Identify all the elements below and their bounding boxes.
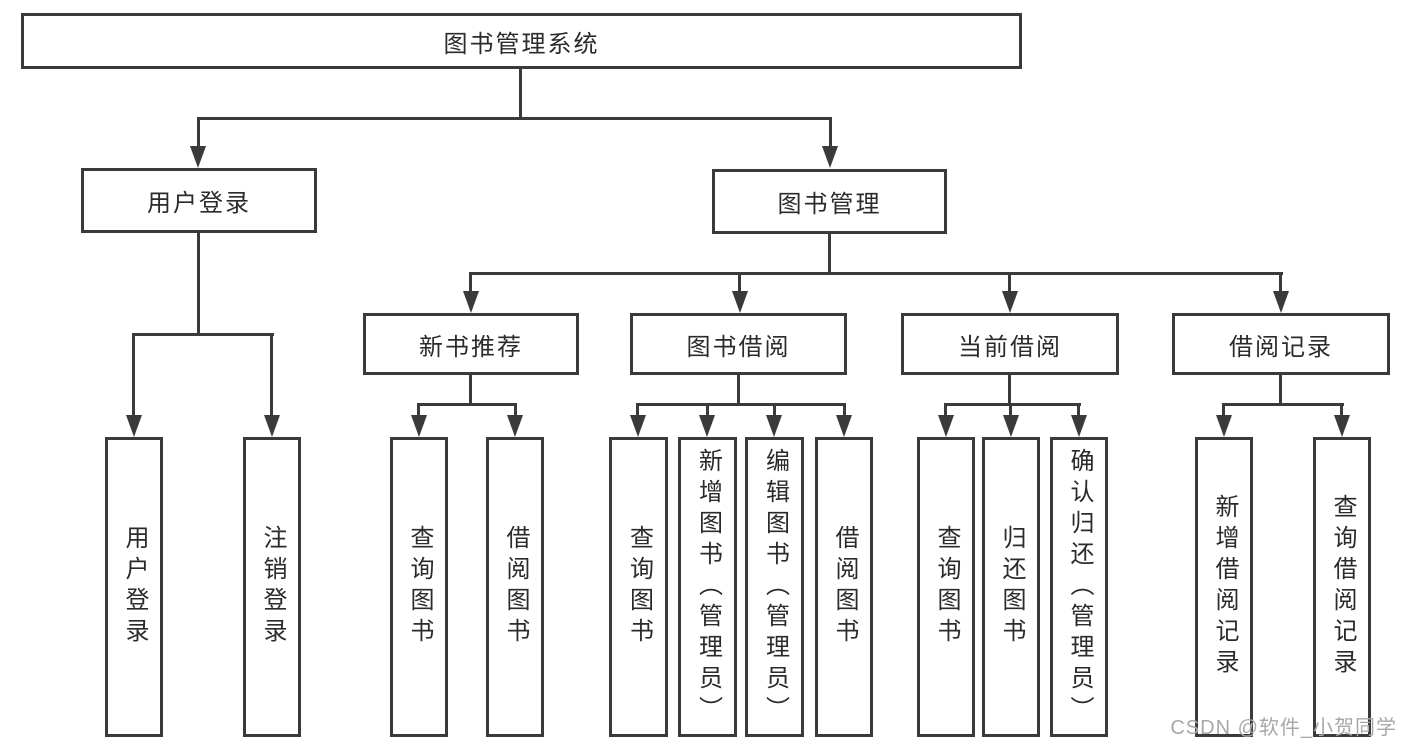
connector-line <box>1077 403 1080 417</box>
connector-line <box>1222 403 1225 417</box>
arrow-down-icon <box>732 291 748 313</box>
node-return-books: 归还图书 <box>982 437 1040 737</box>
arrow-down-icon <box>1273 291 1289 313</box>
node-confirm-return-admin: 确认归还（管理员） <box>1050 437 1108 737</box>
connector-line <box>829 117 832 148</box>
connector-line <box>469 375 472 406</box>
node-label: 借阅图书 <box>502 525 529 649</box>
connector-line <box>843 403 846 417</box>
node-edit-books-admin: 编辑图书（管理员） <box>745 437 804 737</box>
node-label: 借阅图书 <box>831 525 858 649</box>
node-book-borrowing: 图书借阅 <box>630 313 847 375</box>
connector-line <box>1008 375 1011 406</box>
node-label: 注销登录 <box>259 525 286 649</box>
connector-line <box>417 403 517 406</box>
connector-line <box>944 403 1081 406</box>
node-label: 归还图书 <box>998 525 1025 649</box>
connector-line <box>197 117 200 148</box>
connector-line <box>773 403 776 417</box>
connector-line <box>1279 272 1282 293</box>
node-label: 用户登录 <box>121 525 148 649</box>
node-borrowing-records: 借阅记录 <box>1172 313 1390 375</box>
connector-line <box>1279 375 1282 406</box>
node-query-borrow-record: 查询借阅记录 <box>1313 437 1371 737</box>
node-borrow-books: 借阅图书 <box>815 437 873 737</box>
arrow-down-icon <box>1003 415 1019 437</box>
node-user-login-action: 用户登录 <box>105 437 163 737</box>
arrow-down-icon <box>630 415 646 437</box>
connector-line <box>519 69 522 118</box>
connector-line <box>469 272 1283 275</box>
node-book-management: 图书管理 <box>712 169 947 234</box>
node-label: 确认归还（管理员） <box>1066 447 1093 727</box>
arrow-down-icon <box>938 415 954 437</box>
arrow-down-icon <box>126 415 142 437</box>
arrow-down-icon <box>766 415 782 437</box>
node-label: 查询图书 <box>625 525 653 649</box>
connector-line <box>270 333 273 417</box>
arrow-down-icon <box>1216 415 1232 437</box>
node-query-books: 查询图书 <box>390 437 448 737</box>
node-new-book-recommend: 新书推荐 <box>363 313 579 375</box>
arrow-down-icon <box>822 146 838 168</box>
arrow-down-icon <box>264 415 280 437</box>
node-label: 新增借阅记录 <box>1211 494 1238 680</box>
arrow-down-icon <box>699 415 715 437</box>
node-query-books: 查询图书 <box>917 437 975 737</box>
node-library-system: 图书管理系统 <box>21 13 1022 69</box>
node-user-login: 用户登录 <box>81 168 317 233</box>
connector-line <box>1008 272 1011 293</box>
connector-line <box>417 403 420 417</box>
connector-line <box>197 233 200 336</box>
connector-line <box>636 403 639 417</box>
arrow-down-icon <box>411 415 427 437</box>
arrow-down-icon <box>190 146 206 168</box>
connector-line <box>737 375 740 406</box>
arrow-down-icon <box>463 291 479 313</box>
arrow-down-icon <box>1071 415 1087 437</box>
arrow-down-icon <box>507 415 523 437</box>
connector-line <box>132 333 274 336</box>
node-label: 编辑图书（管理员） <box>761 447 789 727</box>
arrow-down-icon <box>1334 415 1350 437</box>
connector-line <box>828 234 831 274</box>
node-label: 新增图书（管理员） <box>694 447 722 727</box>
node-label: 查询借阅记录 <box>1329 494 1356 680</box>
connector-line <box>197 117 832 120</box>
arrow-down-icon <box>1002 291 1018 313</box>
connector-line <box>1009 403 1012 417</box>
connector-line <box>514 403 517 417</box>
node-add-borrow-record: 新增借阅记录 <box>1195 437 1253 737</box>
connector-line <box>944 403 947 417</box>
node-borrow-books: 借阅图书 <box>486 437 544 737</box>
node-query-books: 查询图书 <box>609 437 668 737</box>
node-logout-action: 注销登录 <box>243 437 301 737</box>
node-label: 查询图书 <box>406 525 433 649</box>
connector-line <box>636 403 846 406</box>
connector-line <box>1222 403 1344 406</box>
connector-line <box>1340 403 1343 417</box>
watermark: CSDN @软件_小贺同学 <box>1170 717 1397 739</box>
arrow-down-icon <box>836 415 852 437</box>
connector-line <box>132 333 135 417</box>
connector-line <box>469 272 472 293</box>
connector-line <box>738 272 741 293</box>
connector-line <box>706 403 709 417</box>
node-add-books-admin: 新增图书（管理员） <box>678 437 737 737</box>
node-label: 查询图书 <box>933 525 960 649</box>
node-current-borrowing: 当前借阅 <box>901 313 1119 375</box>
